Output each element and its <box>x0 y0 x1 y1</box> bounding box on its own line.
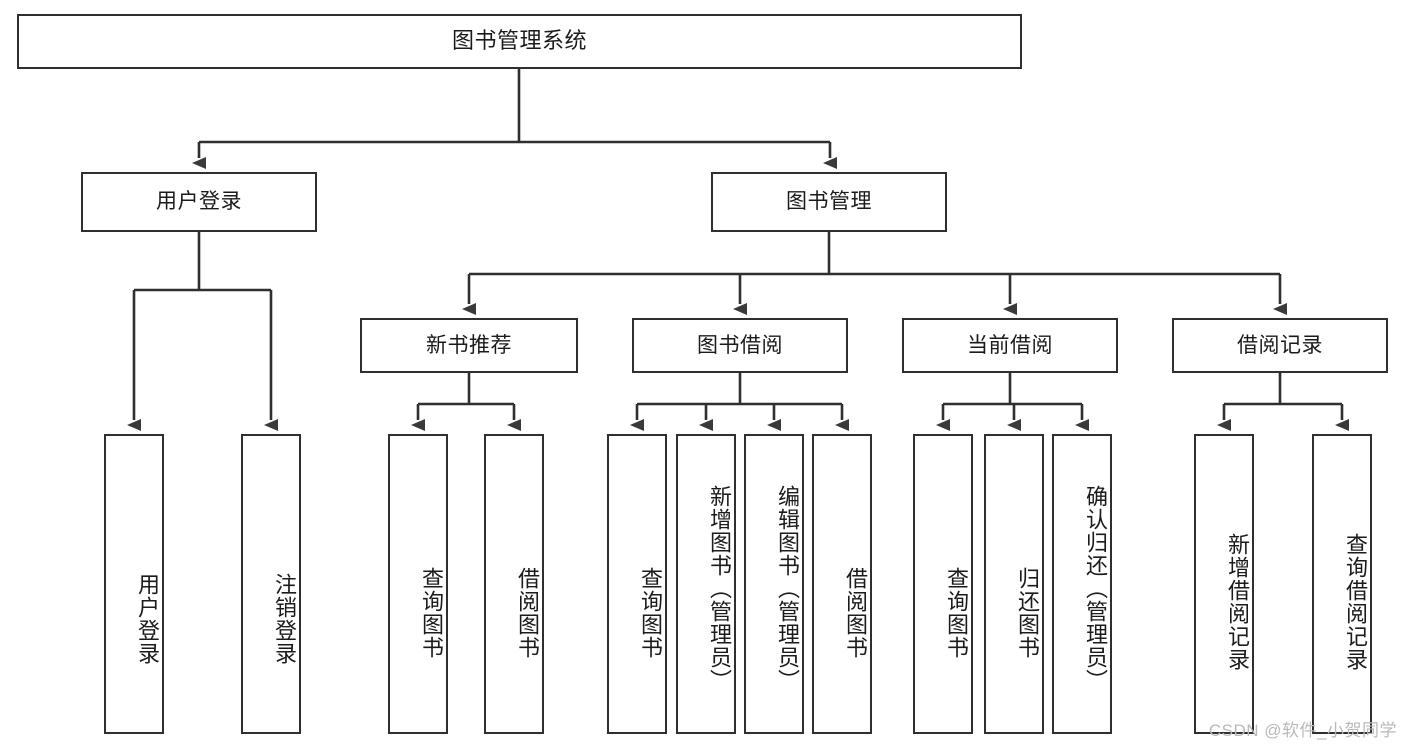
node-leaf-borrow-book-2[interactable]: 借阅图书 <box>812 434 872 734</box>
node-borrow-record-label: 借阅记录 <box>1237 333 1323 357</box>
node-leaf-query-borrow-record-label: 查询借阅记录 <box>1343 533 1368 671</box>
node-leaf-query-book-1-label: 查询图书 <box>419 567 444 659</box>
node-leaf-query-book-2[interactable]: 查询图书 <box>607 434 667 734</box>
node-leaf-user-login-label: 用户登录 <box>135 573 160 665</box>
node-leaf-return-book-label: 归还图书 <box>1015 567 1040 659</box>
node-leaf-borrow-book-1-label: 借阅图书 <box>515 567 540 659</box>
node-book-manage[interactable]: 图书管理 <box>711 172 947 232</box>
node-leaf-borrow-book-1[interactable]: 借阅图书 <box>484 434 544 734</box>
node-book-borrow-label: 图书借阅 <box>697 333 783 357</box>
node-leaf-edit-book-admin[interactable]: 编辑图书（管理员） <box>744 434 804 734</box>
node-leaf-query-borrow-record[interactable]: 查询借阅记录 <box>1312 434 1372 734</box>
node-leaf-user-login[interactable]: 用户登录 <box>104 434 164 734</box>
node-book-borrow[interactable]: 图书借阅 <box>632 318 848 373</box>
node-leaf-add-borrow-record-label: 新增借阅记录 <box>1225 533 1250 671</box>
node-leaf-edit-book-admin-label: 编辑图书（管理员） <box>775 484 800 692</box>
node-leaf-add-borrow-record[interactable]: 新增借阅记录 <box>1194 434 1254 734</box>
node-leaf-add-book-admin-label: 新增图书（管理员） <box>707 484 732 692</box>
node-leaf-confirm-return-admin[interactable]: 确认归还（管理员） <box>1052 434 1112 734</box>
node-user-login[interactable]: 用户登录 <box>81 172 317 232</box>
node-book-manage-label: 图书管理 <box>786 190 872 214</box>
node-current-borrow[interactable]: 当前借阅 <box>902 318 1118 373</box>
node-leaf-borrow-book-2-label: 借阅图书 <box>843 567 868 659</box>
node-root[interactable]: 图书管理系统 <box>17 14 1022 69</box>
node-current-borrow-label: 当前借阅 <box>967 333 1053 357</box>
node-borrow-record[interactable]: 借阅记录 <box>1172 318 1388 373</box>
node-leaf-logout-login-label: 注销登录 <box>272 573 297 665</box>
node-leaf-query-book-2-label: 查询图书 <box>638 567 663 659</box>
node-leaf-return-book[interactable]: 归还图书 <box>984 434 1044 734</box>
node-new-book-recommend-label: 新书推荐 <box>426 333 512 357</box>
node-new-book-recommend[interactable]: 新书推荐 <box>360 318 578 373</box>
node-leaf-confirm-return-admin-label: 确认归还（管理员） <box>1083 484 1108 692</box>
watermark-text: CSDN @软件_小贺同学 <box>1208 721 1397 740</box>
node-root-label: 图书管理系统 <box>451 28 587 54</box>
node-leaf-query-book-3-label: 查询图书 <box>944 567 969 659</box>
node-leaf-add-book-admin[interactable]: 新增图书（管理员） <box>676 434 736 734</box>
node-leaf-query-book-3[interactable]: 查询图书 <box>913 434 973 734</box>
node-leaf-logout-login[interactable]: 注销登录 <box>241 434 301 734</box>
node-leaf-query-book-1[interactable]: 查询图书 <box>388 434 448 734</box>
node-user-login-label: 用户登录 <box>156 190 242 214</box>
